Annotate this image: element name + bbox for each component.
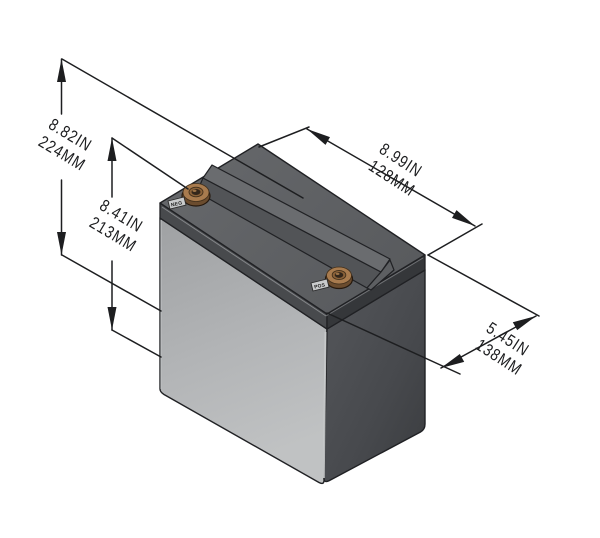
neg-terminal-glint (192, 189, 197, 192)
width-ext-near (427, 254, 540, 317)
length-ext-right (427, 223, 483, 256)
length-arrow-right (452, 210, 475, 226)
width-text: 5.45IN 138MM (472, 319, 536, 380)
neg-terminal-hole (191, 189, 201, 195)
width-ext-far (326, 312, 461, 375)
battery-front-face (159, 217, 328, 485)
dimension-annotations: 8.82IN 224MM 8.41IN 213MM 8.99I (35, 58, 540, 380)
positive-terminal (324, 266, 354, 290)
pos-label-sticker: POS (310, 278, 330, 292)
length-ext-left (258, 126, 310, 148)
lid-front-edge-highlight (161, 206, 327, 317)
width-arrow-top (512, 316, 536, 331)
pos-label-box (310, 278, 330, 292)
case-height-arrow-down (107, 307, 117, 330)
pos-terminal-glint (335, 272, 340, 275)
ridge-top-face (202, 164, 391, 273)
total-height-arrow-up (57, 59, 66, 82)
neg-label-box (167, 196, 187, 210)
length-text: 8.99IN 128MM (365, 140, 429, 201)
neg-label-text: NEG (171, 200, 183, 208)
case-height-ext-bottom (111, 329, 162, 358)
neg-label-sticker: NEG (167, 196, 187, 210)
case-height-text: 8.41IN 213MM (86, 196, 150, 256)
length-arrow-left (307, 129, 330, 145)
width-arrow-bottom (441, 354, 465, 368)
ridge-end-cap (366, 259, 395, 291)
case-height-arrow-up (107, 138, 117, 161)
pos-label-text: POS (314, 282, 327, 290)
front-right-corner-highlight (322, 331, 327, 479)
case-height-ext-top (111, 137, 189, 190)
total-height-ext-top (61, 58, 304, 199)
length-dimline (306, 128, 476, 227)
negative-terminal (181, 183, 211, 207)
battery-illustration: NEG POS (159, 143, 426, 485)
total-height-arrow-down (57, 232, 66, 255)
pos-terminal-hole (334, 272, 344, 278)
total-height-text: 8.82IN 224MM (35, 115, 99, 175)
